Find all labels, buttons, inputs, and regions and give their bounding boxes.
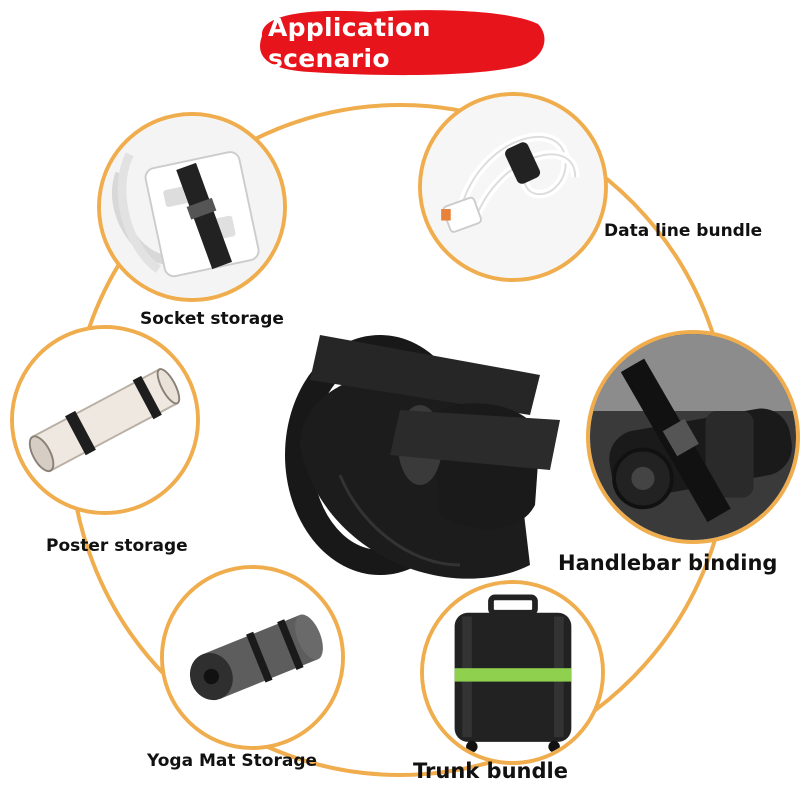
label-socket-storage: Socket storage xyxy=(140,309,284,329)
power-strip-icon xyxy=(101,116,283,298)
title-banner xyxy=(260,10,545,76)
label-yoga-mat-storage: Yoga Mat Storage xyxy=(147,751,318,771)
label-handlebar-binding: Handlebar binding xyxy=(558,551,778,575)
usb-cable-icon xyxy=(422,96,604,278)
suitcase-icon xyxy=(424,584,601,761)
scenario-trunk-bundle xyxy=(420,580,605,765)
yoga-mat-icon xyxy=(164,569,341,746)
scenario-yoga-mat-storage xyxy=(160,565,345,750)
title-line-2: scenario xyxy=(268,44,390,73)
scenario-socket-storage xyxy=(97,112,287,302)
label-poster-storage: Poster storage xyxy=(46,536,188,556)
scenario-data-line-bundle xyxy=(418,92,608,282)
label-trunk-bundle: Trunk bundle xyxy=(413,759,568,783)
scenario-handlebar-binding xyxy=(586,330,800,544)
poster-roll-icon xyxy=(14,329,196,511)
velcro-strap-icon xyxy=(285,335,560,579)
page-title: Application scenario xyxy=(268,12,431,74)
title-line-1: Application xyxy=(268,13,431,42)
handlebar-icon xyxy=(590,334,796,540)
scenario-poster-storage xyxy=(10,325,200,515)
label-data-line-bundle: Data line bundle xyxy=(604,221,763,241)
